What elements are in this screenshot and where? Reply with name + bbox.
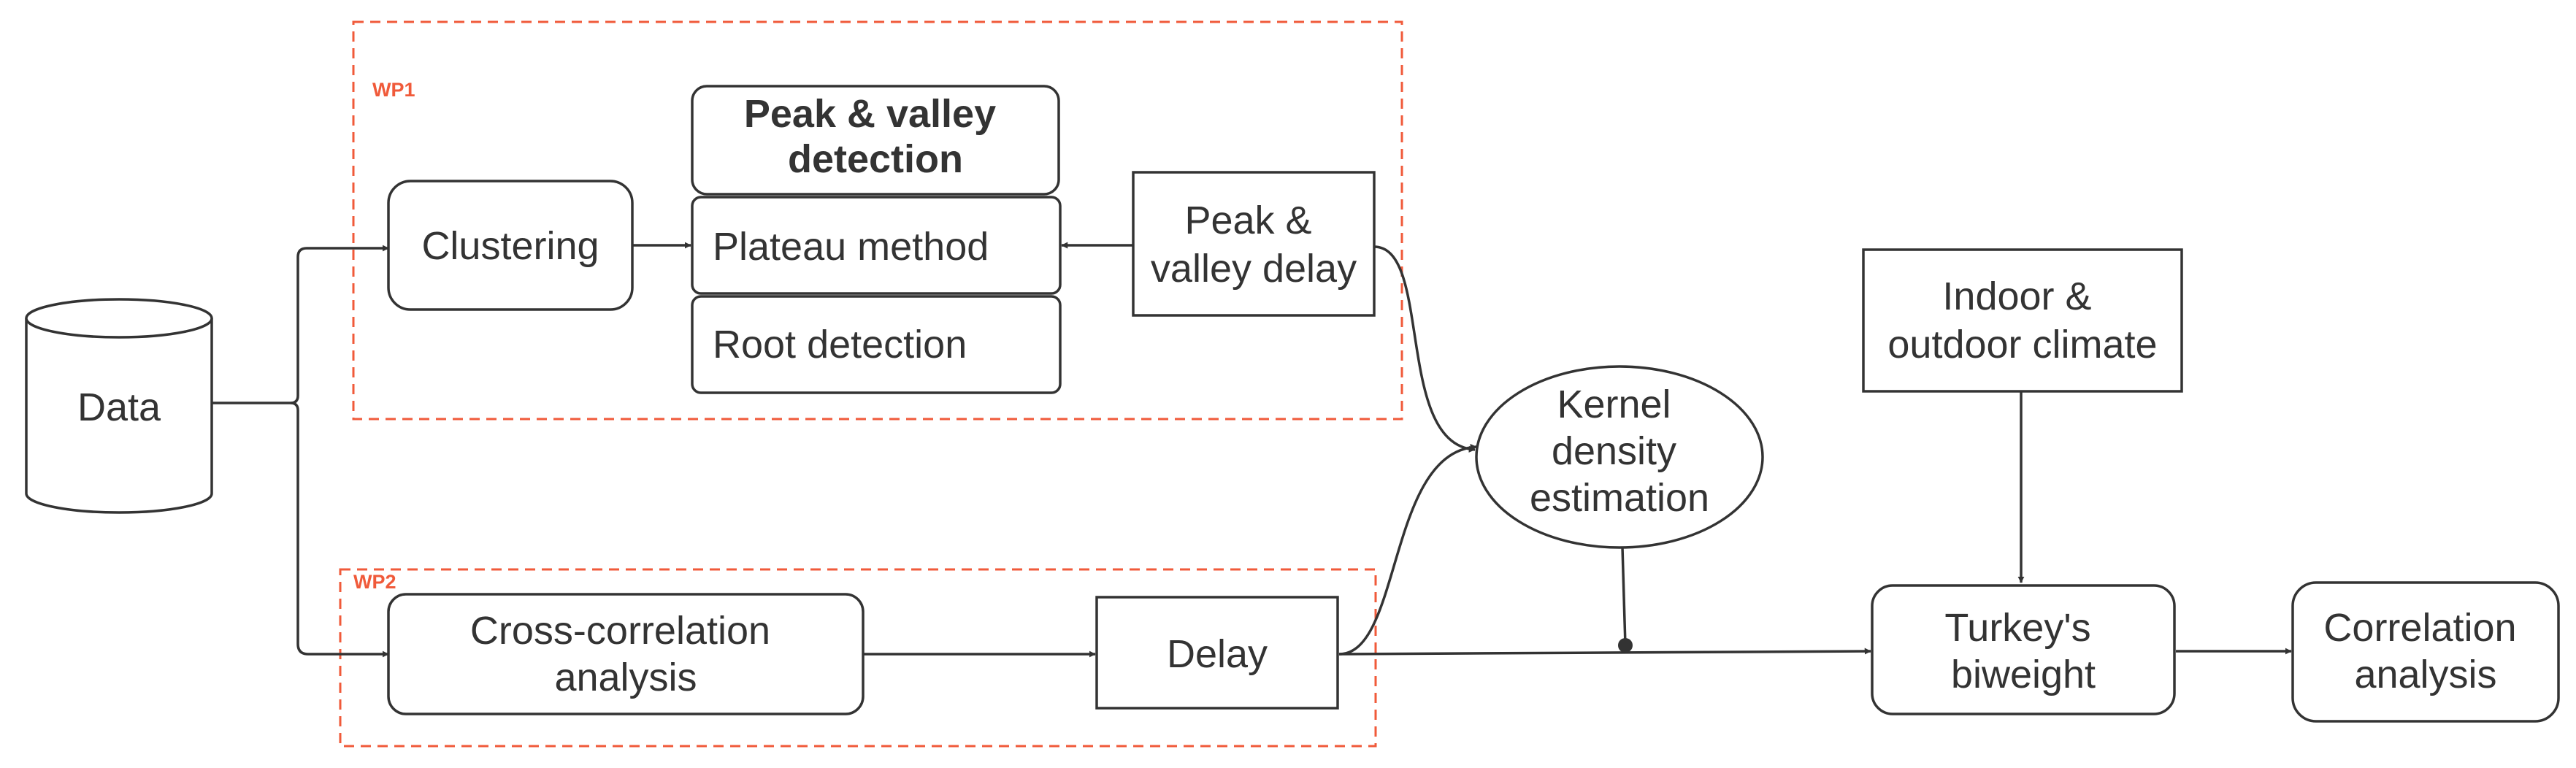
peak-valley-detection-line-2: detection xyxy=(788,137,963,181)
indoor-outdoor-box xyxy=(1862,248,2183,393)
junction-dot xyxy=(1618,638,1633,653)
plateau-method-line: Plateau method xyxy=(713,225,989,269)
wp2-region xyxy=(339,568,1377,748)
data-store xyxy=(25,298,213,514)
cross-correlation-line-2: analysis xyxy=(554,656,697,699)
kernel-density-ellipse xyxy=(1475,365,1764,549)
connectors xyxy=(212,242,2292,658)
cross-correlation-box xyxy=(387,593,865,715)
data-label: Data xyxy=(77,385,161,429)
connector-data-to-cross-correlation xyxy=(290,402,389,658)
turkeys-biweight-line-2: biweight xyxy=(1951,653,2096,696)
peak-valley-delay-line-2: valley delay xyxy=(1151,247,1357,291)
peak-valley-delay-line-1: Peak & xyxy=(1184,199,1311,242)
wp2-label: WP2 xyxy=(353,571,396,593)
correlation-analysis-line-1: Correlation xyxy=(2323,606,2516,650)
correlation-analysis-box xyxy=(2291,581,2560,723)
data-cylinder-top xyxy=(25,298,213,339)
root-detection-box xyxy=(691,295,1062,394)
peak-valley-delay-label: Peak & valley delay xyxy=(1151,199,1357,291)
data-cylinder-body xyxy=(25,318,213,514)
indoor-outdoor-line-2: outdoor climate xyxy=(1887,323,2157,366)
indoor-outdoor-label: Indoor & outdoor climate xyxy=(1887,274,2157,366)
connector-kernel-to-junction xyxy=(1621,547,1627,646)
connector-data-branch xyxy=(212,245,389,404)
correlation-analysis-line-2: analysis xyxy=(2354,653,2496,696)
peak-valley-detection-label: Peak & valley detection xyxy=(744,92,1007,181)
plateau-method-label: Plateau method xyxy=(713,225,989,269)
root-detection-label: Root detection xyxy=(713,323,967,366)
kernel-density-line-2: density xyxy=(1552,429,1676,473)
root-detection-line: Root detection xyxy=(713,323,967,366)
kernel-density-line-1: Kernel xyxy=(1557,383,1671,426)
clustering-label: Clustering xyxy=(421,224,599,268)
peak-valley-delay-box xyxy=(1132,171,1376,317)
cross-correlation-label: Cross-correlation analysis xyxy=(470,609,781,699)
cross-correlation-line-1: Cross-correlation xyxy=(470,609,770,653)
indoor-outdoor-line-1: Indoor & xyxy=(1942,274,2091,318)
plateau-method-box xyxy=(691,196,1062,295)
connector-delay-to-biweight xyxy=(1338,648,1871,656)
delay-line: Delay xyxy=(1167,632,1268,676)
delay-label: Delay xyxy=(1167,632,1268,676)
connector-delay-to-kernel xyxy=(1338,444,1477,656)
delay-box xyxy=(1095,596,1339,710)
peak-valley-detection-box xyxy=(691,85,1060,196)
clustering-box xyxy=(387,180,634,311)
turkeys-biweight-box xyxy=(1871,584,2176,715)
peak-valley-detection-line-1: Peak & valley xyxy=(744,92,996,136)
turkeys-biweight-label: Turkey's biweight xyxy=(1944,606,2101,696)
kernel-density-label: Kernel density estimation xyxy=(1530,383,1709,520)
wp1-label: WP1 xyxy=(372,79,415,101)
kernel-density-line-3: estimation xyxy=(1530,476,1709,520)
turkeys-biweight-line-1: Turkey's xyxy=(1944,606,2090,650)
data-label-line: Data xyxy=(77,385,161,429)
correlation-analysis-label: Correlation analysis xyxy=(2323,606,2527,696)
connector-peak-delay-to-kernel xyxy=(1373,245,1476,453)
wp1-region xyxy=(352,20,1403,421)
clustering-label-line: Clustering xyxy=(421,224,599,268)
